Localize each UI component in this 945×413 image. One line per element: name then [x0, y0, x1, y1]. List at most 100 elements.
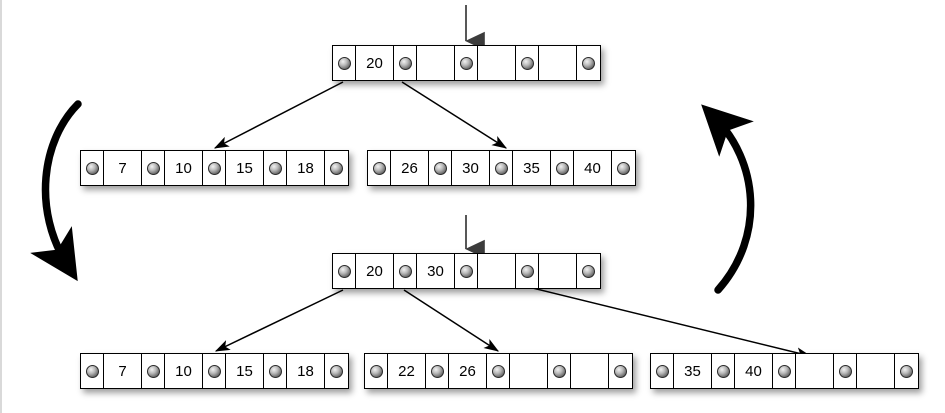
flow-arrow-right	[701, 104, 755, 294]
pointer-cell[interactable]	[325, 151, 348, 185]
pointer-cell[interactable]	[455, 254, 478, 288]
pointer-dot-icon	[398, 264, 412, 278]
pointer-dot-icon	[268, 364, 282, 378]
pointer-cell[interactable]	[81, 151, 104, 185]
edge-before-root-to-leaf2	[401, 81, 508, 149]
pointer-dot-icon	[716, 364, 730, 378]
key-cell[interactable]: 7	[104, 354, 142, 388]
pointer-cell[interactable]	[426, 354, 449, 388]
pointer-cell[interactable]	[609, 354, 632, 388]
key-cell[interactable]	[796, 354, 834, 388]
edge-after-root-to-leaf1	[214, 289, 344, 352]
pointer-cell[interactable]	[203, 151, 226, 185]
pointer-cell[interactable]	[773, 354, 796, 388]
key-cell[interactable]	[539, 254, 577, 288]
pointer-cell[interactable]	[394, 254, 417, 288]
key-cell[interactable]: 18	[287, 151, 325, 185]
leaf-after-2[interactable]: 22 26	[364, 353, 633, 389]
key-cell[interactable]: 30	[417, 254, 455, 288]
key-cell[interactable]: 20	[356, 254, 394, 288]
edge-before-root-to-leaf1	[213, 81, 344, 149]
pointer-dot-icon	[555, 161, 569, 175]
pointer-cell[interactable]	[577, 254, 600, 288]
pointer-dot-icon	[330, 364, 343, 378]
key-cell[interactable]: 26	[449, 354, 487, 388]
key-cell[interactable]: 18	[287, 354, 325, 388]
pointer-cell[interactable]	[548, 354, 571, 388]
pointer-cell[interactable]	[651, 354, 674, 388]
key-cell[interactable]	[510, 354, 548, 388]
pointer-cell[interactable]	[490, 151, 513, 185]
key-cell[interactable]: 35	[513, 151, 551, 185]
pointer-dot-icon	[520, 56, 534, 70]
pointer-dot-icon	[777, 364, 791, 378]
key-cell[interactable]: 40	[735, 354, 773, 388]
pointer-cell[interactable]	[365, 354, 388, 388]
key-cell[interactable]: 10	[165, 354, 203, 388]
pointer-cell[interactable]	[203, 354, 226, 388]
pointer-cell[interactable]	[487, 354, 510, 388]
pointer-dot-icon	[146, 364, 160, 378]
pointer-cell[interactable]	[577, 46, 600, 80]
key-cell[interactable]	[571, 354, 609, 388]
pointer-cell[interactable]	[551, 151, 574, 185]
leaf-before-1[interactable]: 7 10 15 18	[80, 150, 349, 186]
pointer-dot-icon	[459, 56, 473, 70]
pointer-cell[interactable]	[81, 354, 104, 388]
pointer-dot-icon	[459, 264, 473, 278]
pointer-dot-icon	[268, 161, 282, 175]
pointer-cell[interactable]	[264, 151, 287, 185]
root-before[interactable]: 20	[332, 45, 601, 81]
pointer-cell[interactable]	[834, 354, 857, 388]
pointer-cell[interactable]	[333, 254, 356, 288]
pointer-dot-icon	[614, 364, 627, 378]
pointer-dot-icon	[372, 161, 386, 175]
pointer-cell[interactable]	[368, 151, 391, 185]
pointer-cell[interactable]	[333, 46, 356, 80]
pointer-dot-icon	[552, 364, 566, 378]
pointer-cell[interactable]	[142, 354, 165, 388]
pointer-dot-icon	[491, 364, 505, 378]
key-cell[interactable]	[857, 354, 895, 388]
key-cell[interactable]	[478, 254, 516, 288]
key-cell[interactable]: 26	[391, 151, 429, 185]
key-cell[interactable]: 30	[452, 151, 490, 185]
key-cell[interactable]: 15	[226, 354, 264, 388]
pointer-cell[interactable]	[516, 254, 539, 288]
leaf-after-3[interactable]: 35 40	[650, 353, 919, 389]
pointer-dot-icon	[494, 161, 508, 175]
pointer-cell[interactable]	[516, 46, 539, 80]
key-cell[interactable]: 40	[574, 151, 612, 185]
key-cell[interactable]	[478, 46, 516, 80]
key-cell[interactable]: 10	[165, 151, 203, 185]
root-after[interactable]: 20 30	[332, 253, 601, 289]
pointer-dot-icon	[900, 364, 913, 378]
pointer-cell[interactable]	[142, 151, 165, 185]
pointer-dot-icon	[520, 264, 534, 278]
key-cell[interactable]: 35	[674, 354, 712, 388]
pointer-cell[interactable]	[895, 354, 918, 388]
key-cell[interactable]: 7	[104, 151, 142, 185]
key-cell[interactable]	[539, 46, 577, 80]
pointer-cell[interactable]	[264, 354, 287, 388]
pointer-cell[interactable]	[712, 354, 735, 388]
pointer-cell[interactable]	[325, 354, 348, 388]
key-cell[interactable]: 22	[388, 354, 426, 388]
pointer-dot-icon	[85, 161, 99, 175]
pointer-dot-icon	[207, 161, 221, 175]
leaf-before-2[interactable]: 26 30 35 40	[367, 150, 636, 186]
pointer-dot-icon	[146, 161, 160, 175]
pointer-cell[interactable]	[429, 151, 452, 185]
key-cell[interactable]	[417, 46, 455, 80]
pointer-dot-icon	[369, 364, 383, 378]
pointer-dot-icon	[582, 264, 595, 278]
pointer-dot-icon	[85, 364, 99, 378]
pointer-cell[interactable]	[394, 46, 417, 80]
pointer-dot-icon	[337, 56, 351, 70]
leaf-after-1[interactable]: 7 10 15 18	[80, 353, 349, 389]
pointer-cell[interactable]	[455, 46, 478, 80]
key-cell[interactable]: 20	[356, 46, 394, 80]
pointer-cell[interactable]	[612, 151, 635, 185]
key-cell[interactable]: 15	[226, 151, 264, 185]
